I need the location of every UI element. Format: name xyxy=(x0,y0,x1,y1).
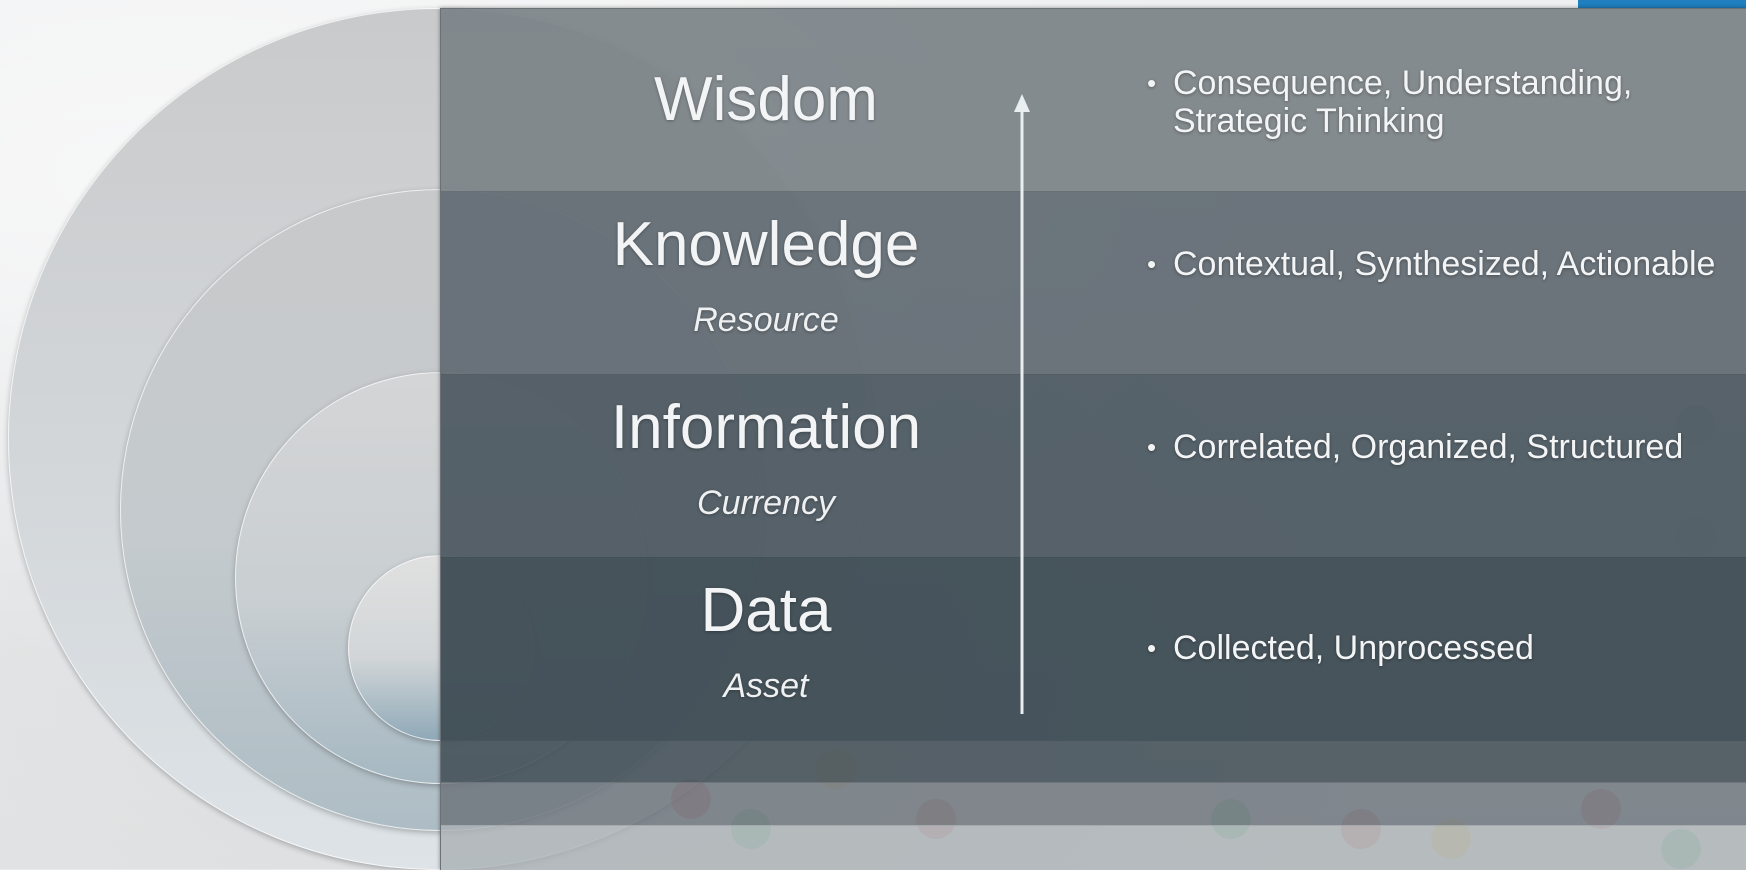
bullet-icon: • xyxy=(1147,633,1157,663)
level-title-information: Information xyxy=(610,393,922,462)
level-description-text: Correlated, Organized, Structured xyxy=(1173,428,1684,466)
footer-band xyxy=(441,825,1746,870)
level-description-text: Collected, Unprocessed xyxy=(1173,629,1534,667)
level-description-knowledge: • Contextual, Synthesized, Actionable xyxy=(1147,245,1746,283)
level-description-data: • Collected, Unprocessed xyxy=(1147,629,1746,667)
band-wisdom: Wisdom • Consequence, Understanding, Str… xyxy=(441,9,1746,192)
corner-accent-bar xyxy=(1578,0,1746,8)
level-title-knowledge: Knowledge xyxy=(612,210,920,279)
level-subtitle-data: Asset xyxy=(723,667,809,705)
level-description-text: Contextual, Synthesized, Actionable xyxy=(1173,245,1716,283)
band-data: Data Asset • Collected, Unprocessed xyxy=(441,557,1746,741)
level-description-wisdom: • Consequence, Understanding, Strategic … xyxy=(1147,64,1746,140)
level-description-information: • Correlated, Organized, Structured xyxy=(1147,428,1746,466)
bullet-icon: • xyxy=(1147,68,1157,98)
level-title-wisdom: Wisdom xyxy=(654,65,878,134)
up-arrow-icon xyxy=(1014,94,1030,714)
level-subtitle-knowledge: Resource xyxy=(693,301,839,339)
bullet-icon: • xyxy=(1147,249,1157,279)
dikw-panel: Wisdom • Consequence, Understanding, Str… xyxy=(440,8,1746,870)
level-title-data: Data xyxy=(700,576,832,645)
footer-band xyxy=(441,782,1746,826)
band-knowledge: Knowledge Resource • Contextual, Synthes… xyxy=(441,191,1746,375)
band-information: Information Currency • Correlated, Organ… xyxy=(441,374,1746,558)
level-subtitle-information: Currency xyxy=(697,484,835,522)
level-description-text: Consequence, Understanding, Strategic Th… xyxy=(1173,64,1633,140)
bullet-icon: • xyxy=(1147,432,1157,462)
footer-band xyxy=(441,740,1746,783)
